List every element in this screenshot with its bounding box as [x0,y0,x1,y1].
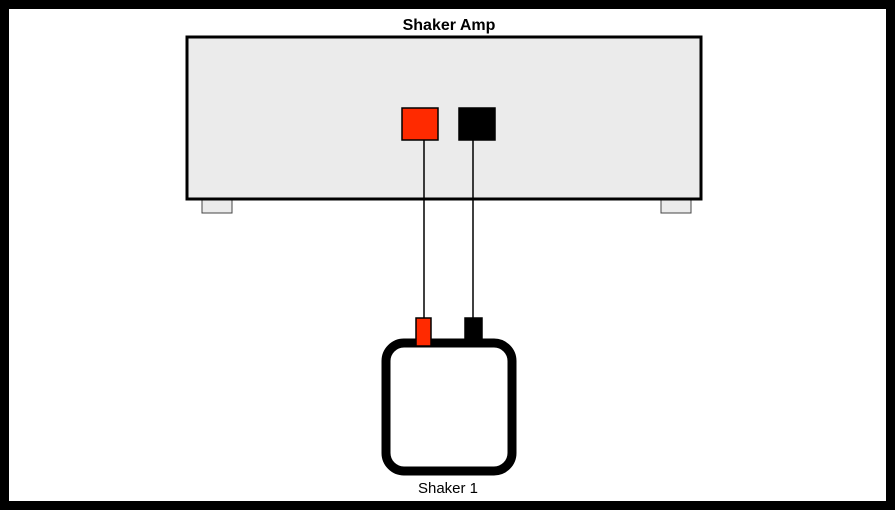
amp-body [185,35,703,201]
amp-foot-left [201,199,233,214]
amp-foot-right [660,199,692,214]
wiring-diagram: Shaker Amp Shaker 1 [185,17,703,497]
shaker-negative-connector [464,317,483,343]
shaker-body [381,338,517,476]
amp-title: Shaker Amp [403,17,496,34]
amp-negative-terminal [458,107,496,141]
amp-positive-terminal [401,107,439,141]
shaker-positive-connector [415,317,432,347]
shaker-label: Shaker 1 [418,480,478,497]
